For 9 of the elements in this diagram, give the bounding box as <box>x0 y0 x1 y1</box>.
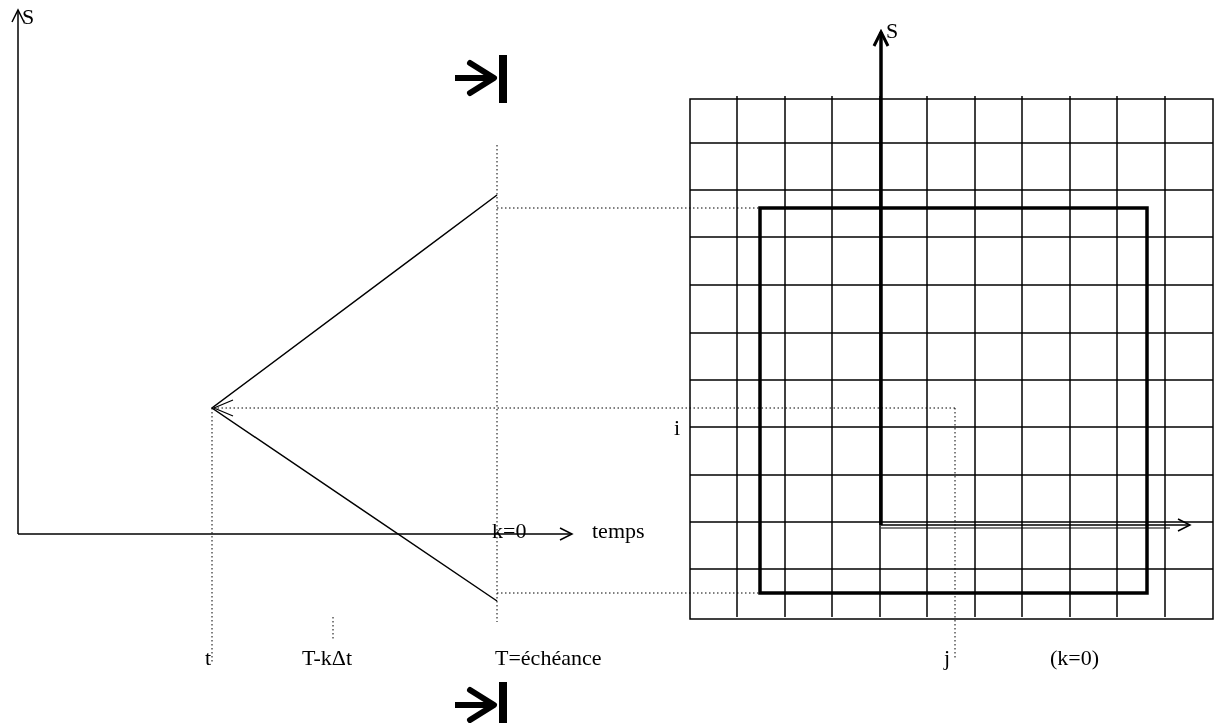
axis-tick-label: T-kΔt <box>302 645 352 671</box>
grid-caption: (k=0) <box>1050 645 1100 671</box>
grid-index-label: j <box>944 645 951 671</box>
axis-tick-label: t <box>205 645 212 671</box>
axis-tick-label: T=échéance <box>495 645 602 671</box>
axis-label: S <box>22 4 35 30</box>
axis-label: temps <box>592 518 645 544</box>
axis-label: S <box>886 18 899 44</box>
grid-index-label: i <box>674 415 681 441</box>
